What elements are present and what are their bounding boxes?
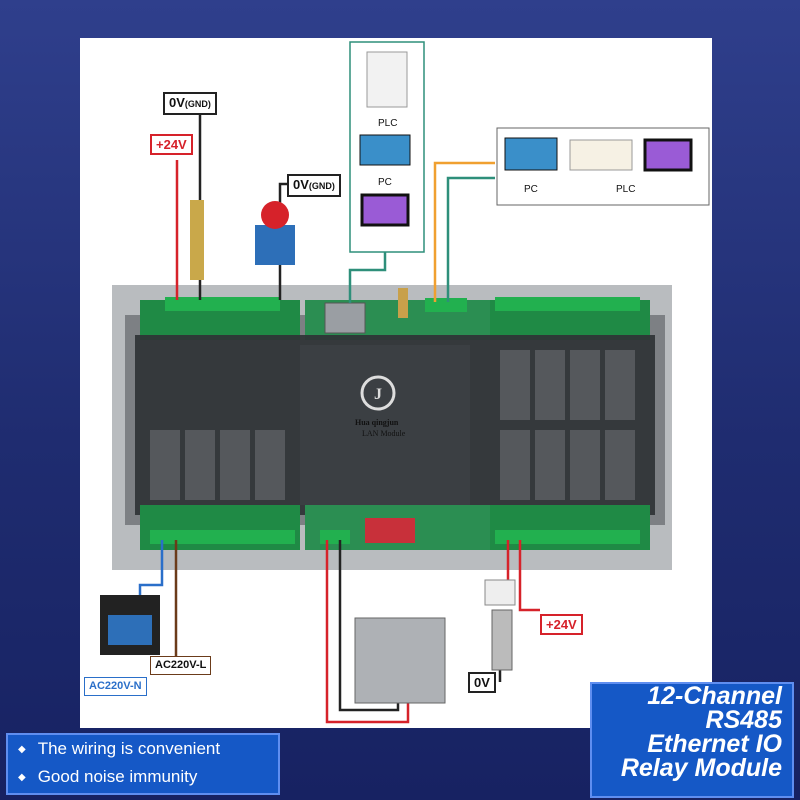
diamond-bullet-icon: ◆ (18, 743, 26, 755)
left-plc-label: PLC (378, 118, 398, 129)
diagram-panel: J PLC PC PC PLC Hua qingjun LAN Module (80, 38, 712, 728)
ac220v-n-label: AC220V-N (84, 677, 147, 696)
svg-text:J: J (374, 386, 382, 403)
title-line: 12-Channel (647, 682, 782, 710)
right-pc-label: PC (524, 184, 538, 195)
brand-label: Hua qingjun (355, 418, 399, 427)
zero-v-gnd-label-2: 0V(GND) (287, 174, 341, 197)
right-plc-label: PLC (616, 184, 636, 195)
title-line: RS485 (705, 706, 782, 734)
feature-item: ◆ The wiring is convenient (8, 735, 278, 763)
plus24v-label-2: +24V (540, 614, 583, 635)
wiring-diagram: J (100, 41, 710, 724)
left-pc-label: PC (378, 177, 392, 188)
zero-v-gnd-label-1: 0V(GND) (163, 92, 217, 115)
title-line: Ethernet IO (647, 730, 782, 758)
plus24v-label-1: +24V (150, 134, 193, 155)
diamond-bullet-icon: ◆ (18, 771, 26, 783)
io-module-body: J (112, 285, 672, 570)
features-box: ◆ The wiring is convenient ◆ Good noise … (6, 733, 280, 795)
product-title-box: 12-Channel RS485 Ethernet IO Relay Modul… (590, 682, 794, 798)
module-name-label: LAN Module (362, 429, 406, 438)
feature-text: The wiring is convenient (37, 739, 221, 758)
title-line: Relay Module (620, 754, 782, 782)
ac220v-l-label: AC220V-L (150, 656, 212, 675)
feature-text: Good noise immunity (37, 767, 198, 786)
feature-item: ◆ Good noise immunity (8, 763, 278, 791)
zero-v-label-3: 0V (468, 672, 496, 693)
